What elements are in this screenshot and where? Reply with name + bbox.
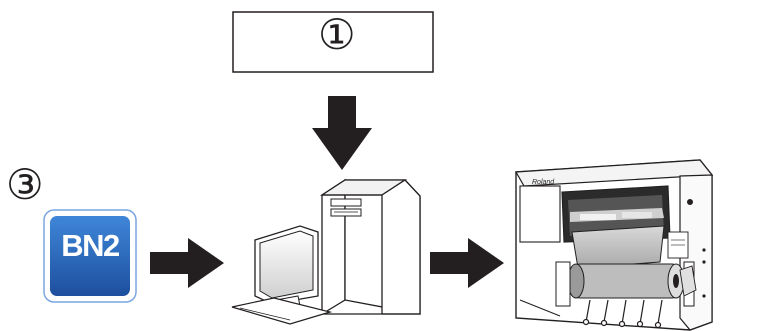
right-arrow-to-computer — [150, 238, 224, 288]
right-arrow-to-printer — [430, 238, 504, 288]
computer-icon — [231, 178, 421, 325]
printer-icon — [515, 159, 714, 331]
step-1-label: ① — [318, 10, 356, 59]
step-3-label: ③ — [6, 160, 44, 209]
printer-brand-label: Roland — [532, 179, 555, 186]
step1-box — [232, 11, 434, 73]
bn2-logo-text: BN2 — [61, 228, 120, 263]
down-arrow — [312, 96, 372, 170]
bn2-software-icon — [43, 209, 137, 303]
